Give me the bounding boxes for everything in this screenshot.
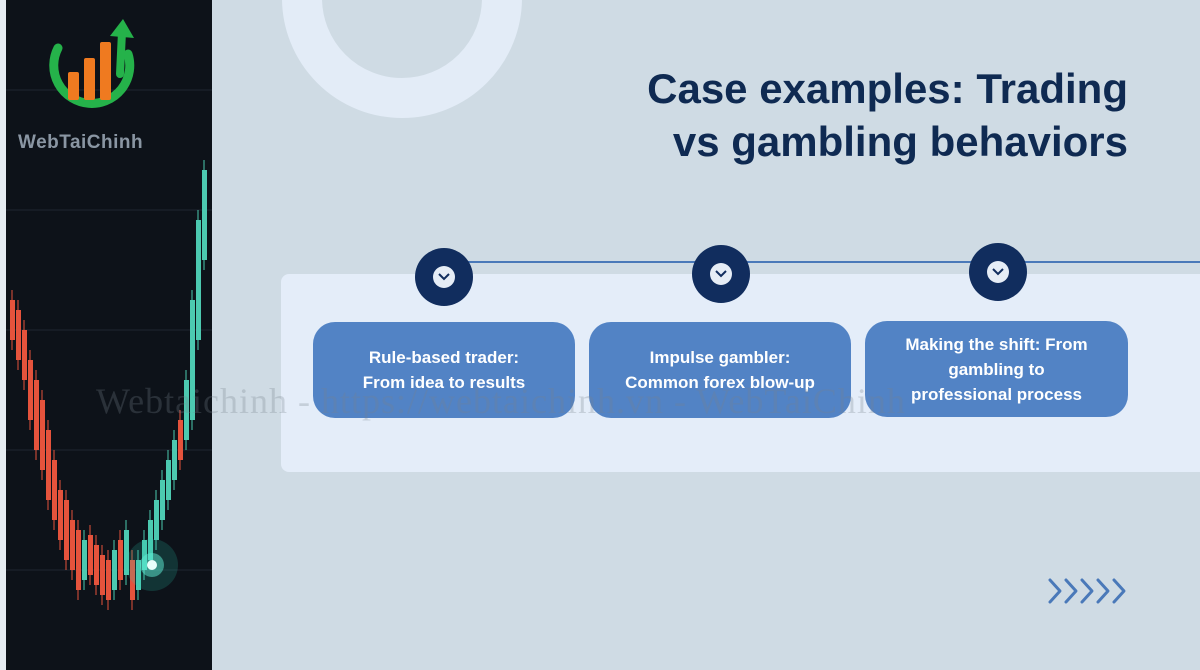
card-1-line-1: Rule-based trader: <box>368 348 520 367</box>
candle-body <box>28 360 33 420</box>
candle-body <box>172 440 177 480</box>
chevron-down-icon <box>438 273 450 281</box>
candle-body <box>202 170 207 260</box>
card-rule-based-trader[interactable]: Rule-based trader: From idea to results <box>313 322 575 418</box>
candle-body <box>196 220 201 340</box>
step-node-2[interactable] <box>692 245 750 303</box>
candle-body <box>124 530 129 575</box>
candle-body <box>106 560 111 600</box>
candle-body <box>76 530 81 590</box>
candle-body <box>166 460 171 500</box>
candle-body <box>64 500 69 560</box>
step-node-3[interactable] <box>969 243 1027 301</box>
card-2-line-2: Common forex blow-up <box>625 373 815 392</box>
card-1-line-2: From idea to results <box>362 373 526 392</box>
panel-edge <box>0 0 6 670</box>
title-line-1: Case examples: Trading <box>647 65 1128 112</box>
candle-body <box>100 555 105 595</box>
candle-body <box>160 480 165 520</box>
card-3-line-1: Making the shift: From <box>905 334 1088 354</box>
candle-body <box>88 535 93 575</box>
candle-body <box>40 400 45 470</box>
chevron-down-icon <box>992 268 1004 276</box>
candle-body <box>52 460 57 520</box>
card-making-the-shift[interactable]: Making the shift: From gambling to profe… <box>865 321 1128 417</box>
candle-body <box>154 500 159 540</box>
decorative-ring <box>282 0 522 118</box>
card-3-line-3: professional process <box>910 384 1082 404</box>
candle-body <box>46 430 51 500</box>
candle-body <box>118 540 123 580</box>
card-impulse-gambler[interactable]: Impulse gambler: Common forex blow-up <box>589 322 851 418</box>
candlestick-chart <box>6 89 212 610</box>
brand-logo <box>49 19 135 108</box>
title-line-2: vs gambling behaviors <box>672 118 1128 165</box>
candle-body <box>178 420 183 460</box>
candle-body <box>16 310 21 360</box>
candle-body <box>58 490 63 540</box>
candle-body <box>136 560 141 590</box>
watermark-text: Webtaichinh - https://webtaichinh.vn - W… <box>96 381 906 421</box>
candle-body <box>130 560 135 600</box>
candle-body <box>10 300 15 340</box>
candle-body <box>190 300 195 420</box>
candle-body <box>148 520 153 560</box>
candle-body <box>142 540 147 570</box>
double-chevron-right-icon[interactable] <box>1046 577 1130 605</box>
page-title: Case examples: Trading vs gambling behav… <box>528 62 1128 168</box>
candle-body <box>22 330 27 380</box>
market-chart-panel: WebTaiChinh <box>0 0 212 670</box>
chevron-down-icon <box>715 270 727 278</box>
candle-body <box>184 380 189 440</box>
candle-body <box>34 380 39 450</box>
candle-body <box>70 520 75 570</box>
candle-body <box>112 550 117 590</box>
timeline-line <box>444 261 1200 263</box>
brand-name: WebTaiChinh <box>18 132 144 153</box>
step-node-1[interactable] <box>415 248 473 306</box>
card-2-line-1: Impulse gambler: <box>649 348 791 367</box>
candle-body <box>82 540 87 580</box>
card-3-line-2: gambling to <box>948 359 1045 379</box>
candle-body <box>94 545 99 585</box>
